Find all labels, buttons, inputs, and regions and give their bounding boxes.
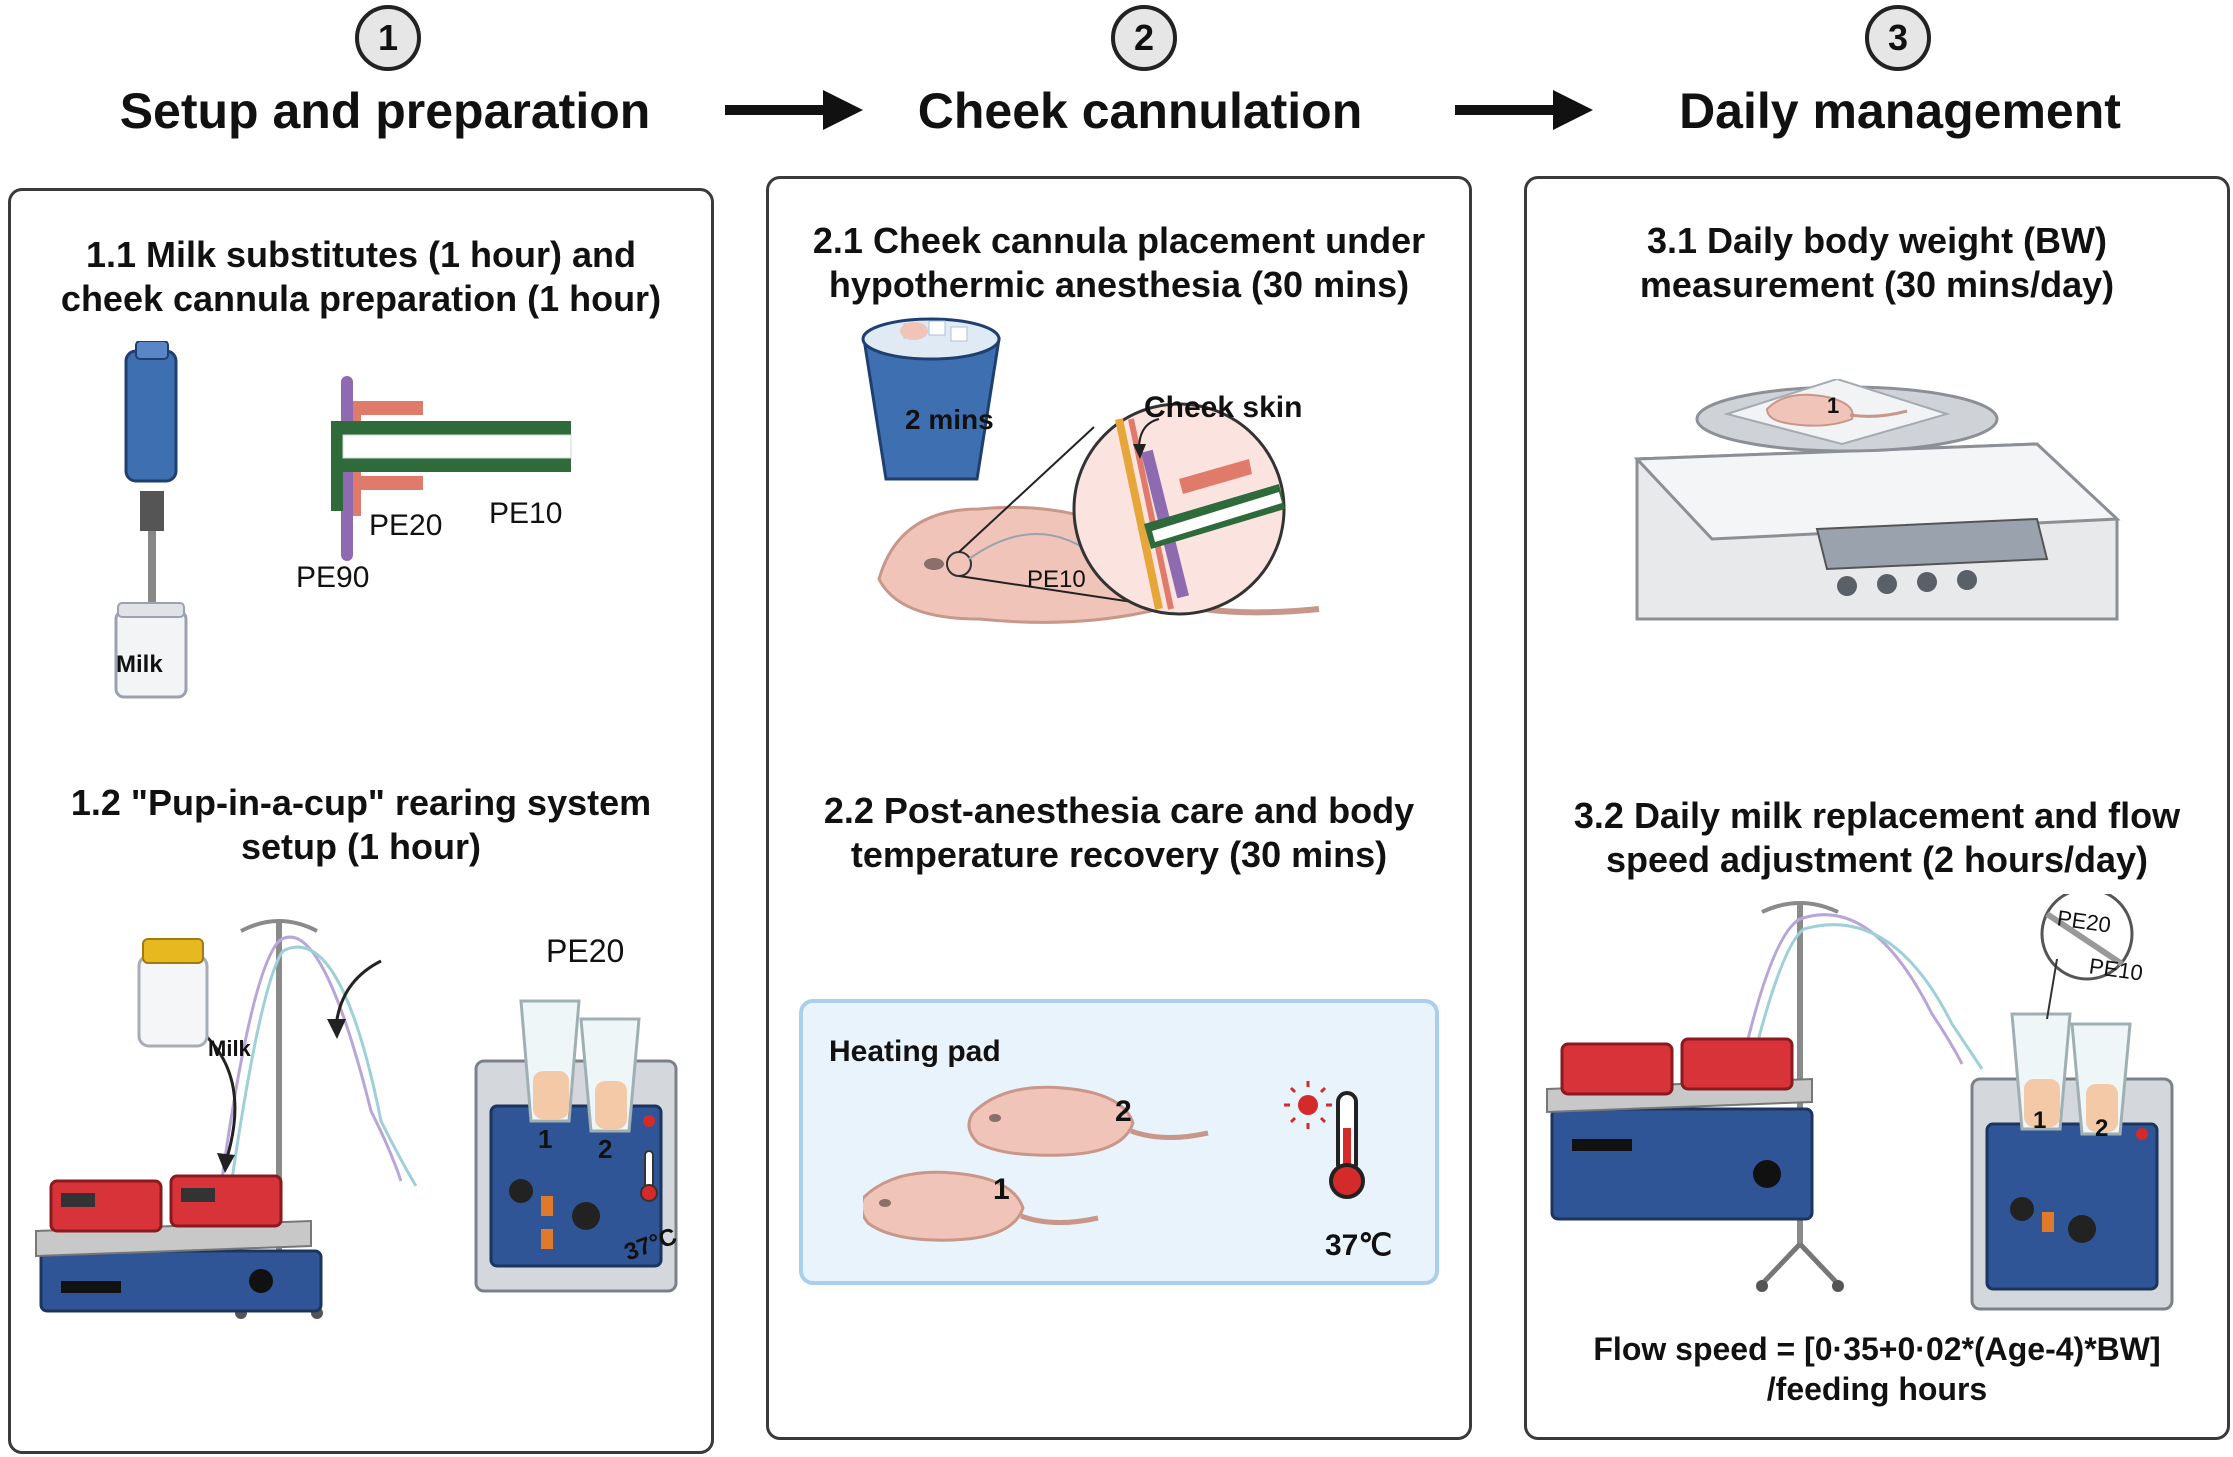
arrow-step2-to-step3 xyxy=(1455,90,1593,130)
rearing-system-illustration xyxy=(35,919,678,1319)
arrow-step1-to-step2 xyxy=(725,90,863,130)
cheek-cannula-illustration xyxy=(331,376,572,561)
subtitle-2-1: 2.1 Cheek cannula placement under hypoth… xyxy=(769,219,1469,307)
subtitle-1-1-line1: 1.1 Milk substitutes (1 hour) and xyxy=(85,234,637,275)
subtitle-1-2: 1.2 "Pup-in-a-cup" rearing system setup … xyxy=(11,781,711,869)
heating-pad: Heating pad 1 2 37℃ xyxy=(799,999,1439,1285)
subtitle-3-1-line1: 3.1 Daily body weight (BW) xyxy=(1646,220,2108,261)
subtitle-3-1: 3.1 Daily body weight (BW) measurement (… xyxy=(1527,219,2227,307)
pe10-label: PE10 xyxy=(489,497,563,530)
pe20-tube-label: PE20 xyxy=(546,933,625,969)
step-1-number: 1 xyxy=(355,5,421,71)
pad-temperature-label: 37℃ xyxy=(1325,1229,1393,1262)
pup-2-label: 2 xyxy=(1115,1095,1132,1128)
subtitle-2-2-line1: 2.2 Post-anesthesia care and body xyxy=(823,790,1415,831)
subtitle-3-1-line2: measurement (30 mins/day) xyxy=(1639,264,2115,305)
subtitle-3-2: 3.2 Daily milk replacement and flow spee… xyxy=(1527,794,2227,882)
pe20-label: PE20 xyxy=(369,509,443,542)
cup-2-label-panel3: 2 xyxy=(2095,1115,2109,1142)
subtitle-1-1-line2: cheek cannula preparation (1 hour) xyxy=(60,278,662,319)
cannulation-illustration xyxy=(861,317,1320,624)
step-2-number: 2 xyxy=(1111,5,1177,71)
cheek-skin-label: Cheek skin xyxy=(1144,391,1303,424)
subtitle-2-2-line2: temperature recovery (30 mins) xyxy=(850,834,1388,875)
weighing-scale-illustration xyxy=(1633,379,2121,621)
panel-daily-management: 3.1 Daily body weight (BW) measurement (… xyxy=(1524,176,2230,1440)
subtitle-2-1-line2: hypothermic anesthesia (30 mins) xyxy=(828,264,1410,305)
step-3-title: Daily management xyxy=(1679,83,2121,139)
cup-2-label: 2 xyxy=(598,1134,613,1164)
subtitle-3-2-line1: 3.2 Daily milk replacement and flow xyxy=(1573,795,2181,836)
milk-cup-label: Milk xyxy=(116,651,163,678)
formula-line1: Flow speed = [0·35+0·02*(Age-4)*BW] xyxy=(1593,1331,2161,1367)
cup-1-label-panel3: 1 xyxy=(2033,1107,2047,1134)
pe10-label-panel2: PE10 xyxy=(1027,566,1086,593)
subtitle-1-2-line1: 1.2 "Pup-in-a-cup" rearing system xyxy=(70,782,652,823)
flow-speed-formula: Flow speed = [0·35+0·02*(Age-4)*BW] /fee… xyxy=(1527,1329,2227,1409)
panel-setup-preparation: 1.1 Milk substitutes (1 hour) and cheek … xyxy=(8,188,714,1454)
milk-jar-label: Milk xyxy=(208,1036,251,1061)
subtitle-3-2-line2: speed adjustment (2 hours/day) xyxy=(1605,839,2149,880)
subtitle-1-1: 1.1 Milk substitutes (1 hour) and cheek … xyxy=(11,233,711,321)
hand-blender-illustration xyxy=(114,341,188,699)
scale-pup-label: 1 xyxy=(1827,393,1840,418)
cup-1-label: 1 xyxy=(538,1124,553,1154)
daily-rearing-illustration xyxy=(1546,894,2174,1311)
step-3-number: 3 xyxy=(1865,5,1931,71)
subtitle-2-1-line1: 2.1 Cheek cannula placement under xyxy=(812,220,1426,261)
step-1-title: Setup and preparation xyxy=(119,83,651,139)
ice-time-label: 2 mins xyxy=(905,404,994,435)
panel-cheek-cannulation: 2.1 Cheek cannula placement under hypoth… xyxy=(766,176,1472,1440)
recovering-pups-illustration xyxy=(863,1081,1365,1242)
heating-pad-label: Heating pad xyxy=(829,1035,1001,1068)
pe90-label: PE90 xyxy=(296,561,370,594)
pup-1-label: 1 xyxy=(993,1173,1010,1206)
subtitle-2-2: 2.2 Post-anesthesia care and body temper… xyxy=(769,789,1469,877)
step-2-title: Cheek cannulation xyxy=(917,83,1363,139)
formula-line2: /feeding hours xyxy=(1766,1371,1988,1407)
subtitle-1-2-line2: setup (1 hour) xyxy=(241,826,481,867)
